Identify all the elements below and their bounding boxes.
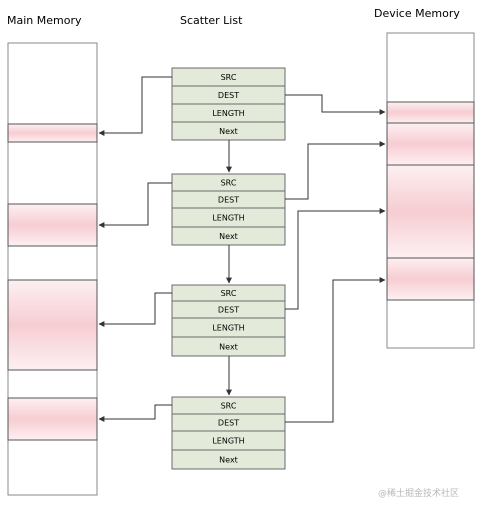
device-memory-heading: Device Memory — [374, 7, 460, 20]
main-memory-block — [7, 42, 98, 496]
entry-field-next-label: Next — [219, 456, 238, 465]
entry-field-next — [171, 449, 286, 470]
dest-arrow-4 — [285, 277, 386, 423]
device-memory-segment — [386, 257, 475, 301]
scatter-list-entry-2: SRC DEST LENGTH Next — [171, 173, 286, 246]
entry-field-next-label: Next — [219, 127, 238, 136]
entry-field-length-label: LENGTH — [212, 109, 244, 118]
dest-arrow-2 — [285, 141, 386, 200]
main-memory-segment — [7, 397, 98, 441]
entry-field-src-label: SRC — [221, 289, 237, 298]
entry-field-length-label: LENGTH — [212, 324, 244, 333]
device-memory-segment — [386, 101, 475, 124]
watermark-text: @稀土掘金技术社区 — [378, 489, 460, 499]
src-arrow-1 — [98, 76, 172, 136]
main-memory-segment — [7, 203, 98, 247]
scatter-list-entry-4: SRC DEST LENGTH Next — [171, 396, 286, 470]
scatter-list-entry-1: SRC DEST LENGTH Next — [171, 67, 286, 141]
src-arrow-4 — [98, 404, 172, 422]
entry-field-src-label: SRC — [221, 179, 237, 188]
scatter-list-entry-3: SRC DEST LENGTH Next — [171, 284, 286, 357]
src-arrow-3 — [98, 292, 172, 327]
entry-field-dest-label: DEST — [218, 91, 239, 100]
entry-field-length-label: LENGTH — [212, 214, 244, 223]
main-memory-heading: Main Memory — [7, 14, 82, 27]
entry-field-next-label: Next — [219, 232, 238, 241]
entry-field-next-label: Next — [219, 343, 238, 352]
entry-field-dest-label: DEST — [218, 196, 239, 205]
main-memory-segment — [7, 279, 98, 371]
entry-field-src-label: SRC — [221, 73, 237, 82]
src-arrow-2 — [98, 182, 172, 228]
entry-field-dest-label: DEST — [218, 306, 239, 315]
device-memory-block — [386, 32, 475, 349]
entry-field-src-label: SRC — [221, 402, 237, 411]
dest-arrow-3 — [285, 208, 386, 310]
entry-field-dest-label: DEST — [218, 419, 239, 428]
device-memory-segment — [386, 164, 475, 259]
entry-field-length-label: LENGTH — [212, 437, 244, 446]
scatter-list-heading: Scatter List — [180, 14, 243, 27]
device-memory-segment — [386, 122, 475, 166]
dest-arrow-1 — [285, 94, 386, 115]
main-memory-segment — [7, 123, 98, 143]
